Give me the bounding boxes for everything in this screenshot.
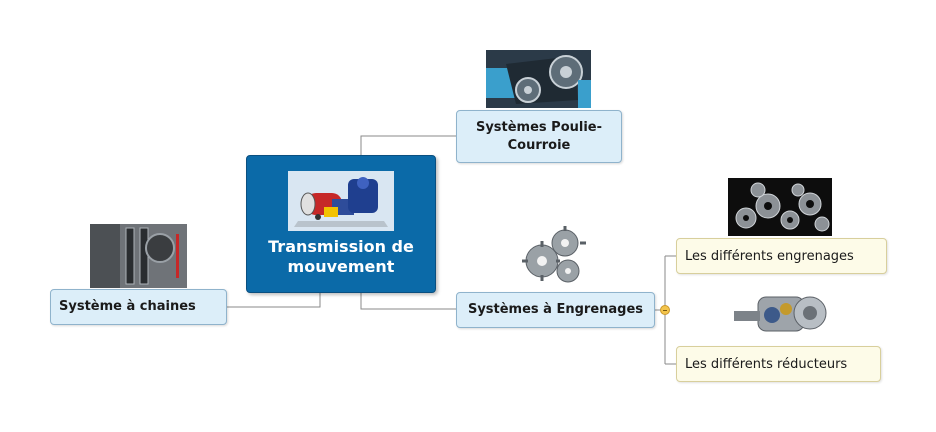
topic-poulie-courroie[interactable]: Systèmes Poulie-Courroie: [456, 110, 622, 163]
topic-chaines-label: Système à chaines: [59, 299, 196, 314]
subtopic-engrenages-label: Les différents engrenages: [685, 248, 854, 264]
collapse-toggle-icon[interactable]: [660, 305, 670, 315]
pulley-belt-image: [486, 50, 591, 108]
central-topic[interactable]: Transmission de mouvement: [246, 155, 436, 293]
topic-systeme-chaines[interactable]: Système à chaines: [50, 289, 227, 325]
gear-reducer-image: [728, 285, 832, 345]
gear-collection-image: [728, 178, 832, 236]
chain-image: [90, 224, 187, 288]
gears-image: [520, 221, 590, 289]
topic-systemes-engrenages[interactable]: Systèmes à Engrenages: [456, 292, 655, 328]
subtopic-differents-engrenages[interactable]: Les différents engrenages: [676, 238, 887, 274]
topic-poulie-label: Systèmes Poulie-Courroie: [475, 119, 603, 153]
topic-engrenages-label: Systèmes à Engrenages: [467, 302, 644, 317]
subtopic-differents-reducteurs[interactable]: Les différents réducteurs: [676, 346, 881, 382]
motor-pulley-image: [288, 171, 394, 231]
subtopic-reducteurs-label: Les différents réducteurs: [685, 356, 848, 372]
central-topic-label: Transmission de mouvement: [268, 237, 414, 276]
